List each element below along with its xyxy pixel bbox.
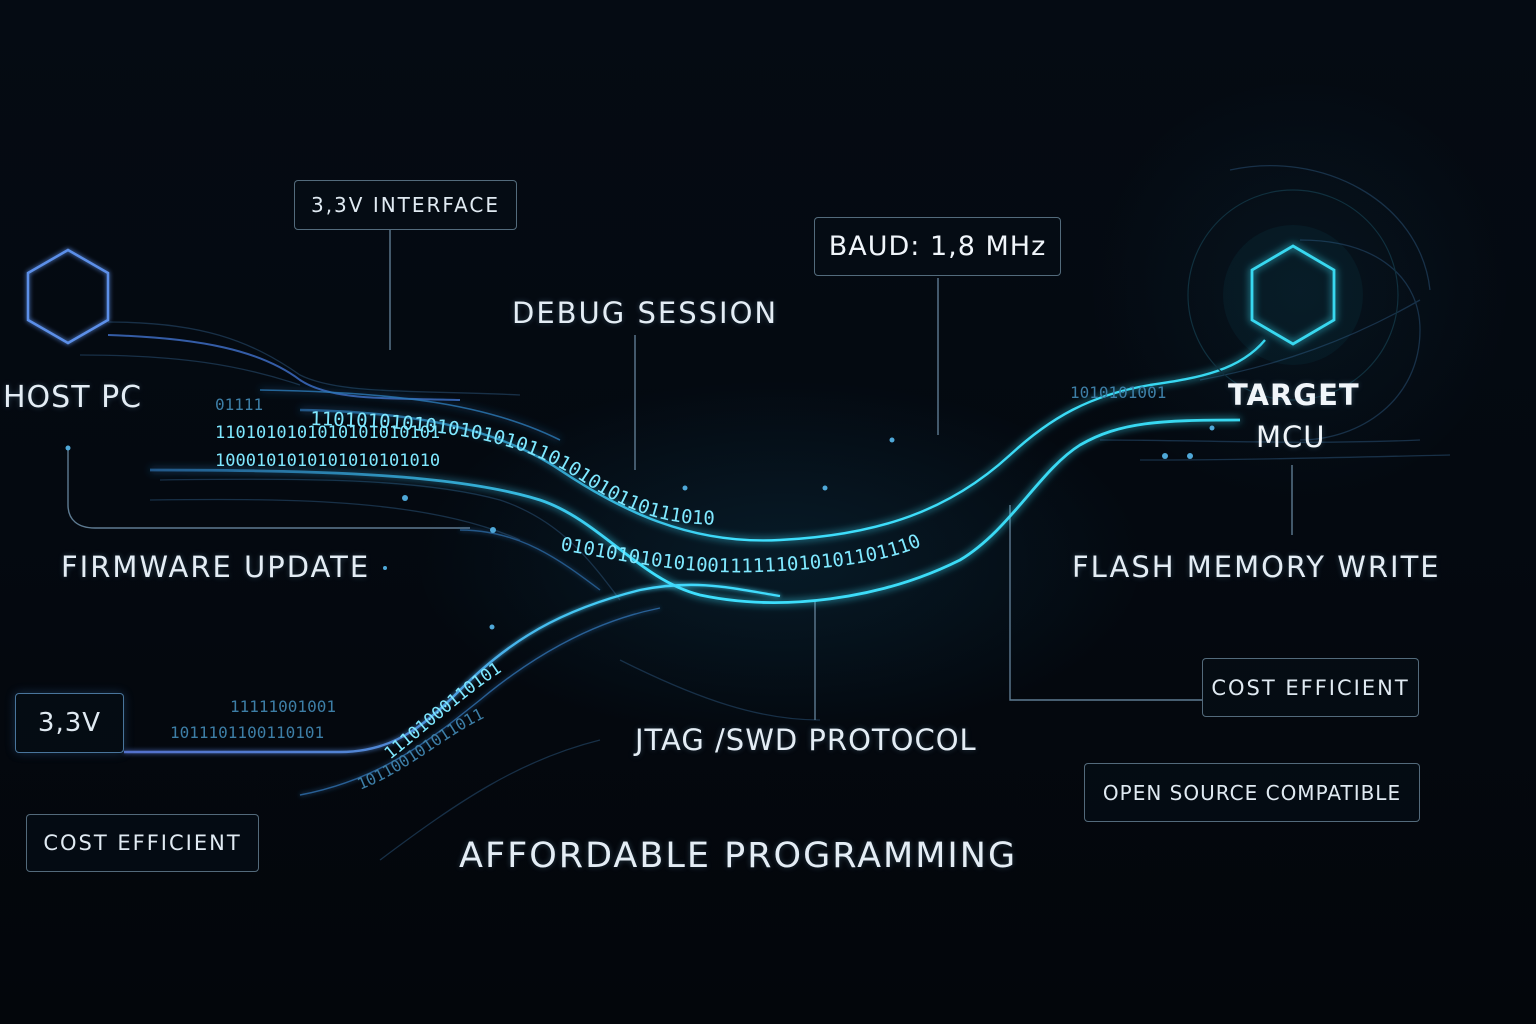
host-pc-label: HOST PC [3, 380, 143, 415]
footer-title: AFFORDABLE PROGRAMMING [459, 836, 1018, 876]
flash-memory-write-label: FLASH MEMORY WRITE [1072, 550, 1441, 584]
target-mcu-hexagon-icon [1250, 244, 1336, 346]
binary-row-a: 01111 [215, 395, 263, 414]
firmware-update-label: FIRMWARE UPDATE [61, 550, 371, 584]
binary-row-bottom-left-2: 1011101100110101 [170, 723, 324, 742]
interface-voltage-box: 3,3V INTERFACE [294, 180, 517, 230]
protocol-label: JTAG /SWD PROTOCOL [635, 723, 977, 757]
binary-row-c: 1000101010101010101010 [215, 451, 440, 471]
binary-stream-diag-a: 11101000110101 [381, 659, 505, 764]
binary-row-b: 1101010101010101010101 [215, 423, 440, 443]
cost-efficient-box-right: COST EFFICIENT [1202, 658, 1419, 717]
debug-session-label: DEBUG SESSION [512, 296, 779, 330]
target-mcu-label-line1: TARGET [1228, 378, 1360, 412]
binary-stream-lower: 01010101010100111111010101101110 [559, 530, 924, 577]
baud-rate-box: BAUD: 1,8 MHz [814, 217, 1061, 276]
target-mcu-label-line2: MCU [1256, 420, 1326, 454]
binary-row-right: 1010101001 [1070, 383, 1166, 402]
host-pc-hexagon-icon [26, 248, 110, 345]
open-source-compatible-box: OPEN SOURCE COMPATIBLE [1084, 763, 1420, 822]
voltage-box: 3,3V [15, 693, 124, 753]
cost-efficient-box-left: COST EFFICIENT [26, 814, 259, 872]
binary-row-bottom-left: 11111001001 [230, 697, 336, 716]
